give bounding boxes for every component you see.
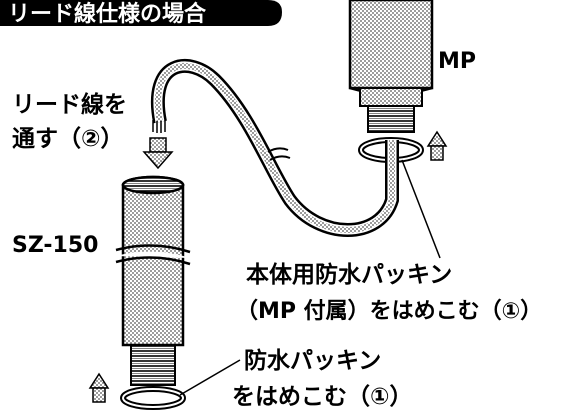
packing-small-label-line2: をはめこむ（①） — [232, 383, 412, 410]
sz150-label: SZ-150 — [12, 233, 98, 258]
leader-line — [179, 359, 241, 396]
packing-small-label-line1: 防水パッキン — [244, 347, 381, 374]
lead-wire-label-line1: リード線を — [12, 91, 127, 118]
title-banner: リード線仕様の場合 — [0, 0, 282, 28]
title-text: リード線仕様の場合 — [8, 1, 207, 27]
up-arrow-icon — [426, 130, 448, 161]
packing-main-label-line1: 本体用防水パッキン — [246, 261, 452, 288]
mp-pipe — [348, 0, 434, 133]
break-mark-icon — [267, 147, 291, 161]
down-arrow-icon — [142, 137, 174, 170]
lead-wire — [151, 59, 399, 237]
leader-line — [401, 159, 441, 259]
up-arrow-icon — [88, 372, 110, 403]
o-ring-icon — [120, 386, 186, 410]
lead-wire-label-line2: 通す（②） — [12, 125, 123, 152]
packing-main-label-line2: （MP 付属）をはめこむ（①） — [236, 299, 542, 324]
sz150-pipe — [115, 175, 191, 386]
mp-label: MP — [438, 49, 476, 74]
